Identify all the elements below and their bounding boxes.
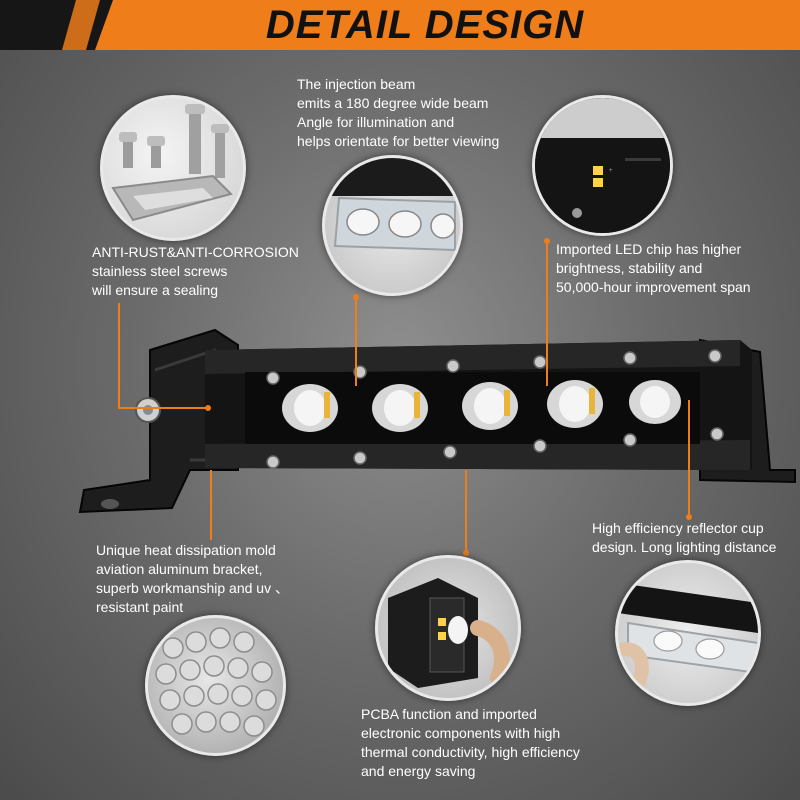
leader-screws-dot (205, 405, 211, 411)
callout-reflector-line1: High efficiency reflector cup (592, 520, 764, 536)
callout-beam: The injection beam emits a 180 degree wi… (297, 75, 499, 151)
callout-screws-line2: stainless steel screws (92, 263, 228, 279)
header-orange-band (95, 0, 800, 50)
leader-beam-dot (353, 294, 359, 300)
svg-text:+: + (609, 168, 613, 174)
leader-reflector (688, 400, 690, 518)
leader-screws-v (118, 407, 210, 409)
callout-screws: ANTI-RUST&ANTI-CORROSION stainless steel… (92, 243, 299, 300)
leader-reflector-dot (686, 514, 692, 520)
callout-beam-line3: Angle for illumination and (297, 114, 455, 130)
leader-screws-h (118, 303, 120, 409)
callout-reflector-line2: design. Long lighting distance (592, 539, 777, 555)
callout-pcba: PCBA function and imported electronic co… (361, 705, 580, 781)
callout-beam-line1: The injection beam (297, 76, 416, 92)
page-title: DETAIL DESIGN (265, 3, 585, 47)
reflector-photo-icon (615, 560, 761, 706)
callout-bracket: Unique heat dissipation mold aviation al… (96, 541, 289, 617)
callout-bracket-line1: Unique heat dissipation mold (96, 542, 276, 558)
callout-chip-line2: brightness, stability and (556, 260, 703, 276)
callout-pcba-line1: PCBA function and imported (361, 706, 537, 722)
callout-chip-line1: Imported LED chip has higher (556, 241, 742, 257)
leader-chip-dot (544, 238, 550, 244)
callout-bracket-line2: aviation aluminum bracket, (96, 561, 263, 577)
leader-pcba-dot (463, 550, 469, 556)
leader-chip (546, 240, 548, 386)
callout-chip-line3: 50,000-hour improvement span (556, 279, 751, 295)
pcba-photo-icon (375, 555, 521, 701)
callout-chip: Imported LED chip has higher brightness,… (556, 240, 751, 297)
callout-bracket-line4: resistant paint (96, 599, 184, 615)
callout-pcba-line3: thermal conductivity, high efficiency (361, 744, 580, 760)
callout-screws-line1: ANTI-RUST&ANTI-CORROSION (92, 244, 299, 260)
callout-pcba-line2: electronic components with high (361, 725, 561, 741)
aluminum-rods-photo-icon (145, 615, 286, 756)
callout-pcba-line4: and energy saving (361, 763, 476, 779)
callout-screws-line3: will ensure a sealing (92, 282, 219, 298)
leader-bracket (210, 470, 212, 540)
led-chip-photo-icon: + (532, 95, 673, 236)
beam-lens-photo-icon (322, 155, 463, 296)
leader-pcba (465, 470, 467, 555)
leader-beam (355, 296, 357, 386)
callout-bracket-line3: superb workmanship and uv 、 (96, 580, 289, 596)
callout-reflector: High efficiency reflector cup design. Lo… (592, 519, 776, 557)
callout-beam-line2: emits a 180 degree wide beam (297, 95, 489, 111)
screws-photo-icon (100, 95, 246, 241)
callout-beam-line4: helps orientate for better viewing (297, 133, 500, 149)
